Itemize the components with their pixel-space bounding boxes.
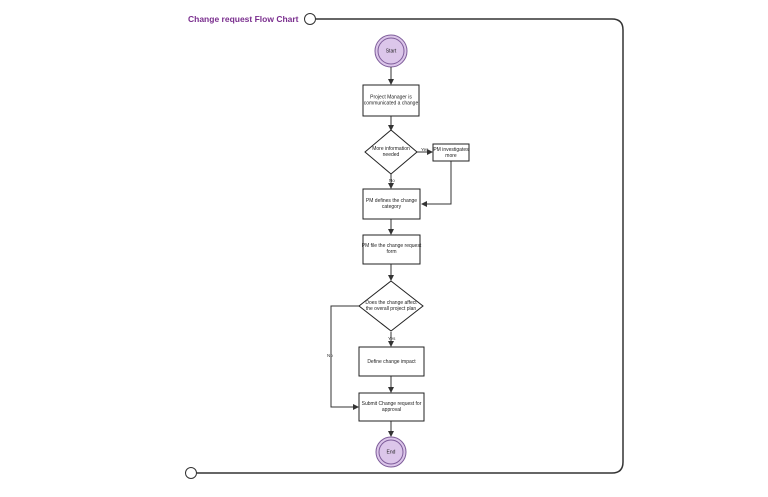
end-node[interactable]: End (375, 436, 407, 468)
start-label: Start (386, 49, 397, 55)
pm-file-line1: PM file the change request (362, 243, 422, 249)
define-impact-label: Define change impact (367, 359, 416, 365)
pm-investigates-line1: PM investigates (433, 147, 469, 153)
pm-file-line2: form (387, 249, 397, 255)
start-node[interactable]: Start (374, 34, 408, 68)
yes-label-affect: Yes (388, 336, 396, 341)
more-info-line1: More information (372, 146, 410, 152)
affect-plan-line1: Does the change affect (365, 300, 417, 306)
frame-top-handle[interactable] (304, 13, 316, 25)
pm-communicated-line2: communicated a change (364, 101, 419, 107)
affect-plan-line2: the overall project plan (366, 306, 417, 312)
affect-plan-decision[interactable]: Does the change affect the overall proje… (358, 280, 424, 332)
pm-defines-box[interactable]: PM defines the change category (362, 188, 421, 220)
pm-investigates-box[interactable]: PM investigates more (432, 143, 470, 162)
submit-box[interactable]: Submit Change request for approval (358, 392, 425, 422)
no-label-affect: No (327, 353, 333, 358)
pm-communicated-line1: Project Manager is (370, 95, 412, 101)
pm-file-box[interactable]: PM file the change request form (362, 234, 422, 265)
no-label-more-info: No (389, 178, 395, 183)
frame-bottom-handle[interactable] (185, 467, 197, 479)
pm-communicated-box[interactable]: Project Manager is communicated a change (362, 84, 420, 117)
submit-line2: approval (382, 407, 401, 413)
more-info-line2: needed (383, 152, 400, 158)
yes-label-investigate: Yes (421, 147, 429, 152)
define-impact-box[interactable]: Define change impact (358, 346, 425, 377)
pm-defines-line1: PM defines the change (366, 198, 417, 204)
submit-line1: Submit Change request for (362, 401, 422, 407)
edge-investigate-to-defines (421, 161, 452, 207)
end-label: End (387, 450, 396, 456)
edge-affect-no-to-submit (330, 305, 359, 410)
pm-defines-line2: category (382, 204, 402, 210)
more-info-decision[interactable]: More information needed (364, 129, 418, 175)
pm-investigates-line2: more (445, 153, 457, 159)
frame-top-right-edge (197, 18, 624, 474)
chart-title: Change request Flow Chart (188, 14, 299, 24)
